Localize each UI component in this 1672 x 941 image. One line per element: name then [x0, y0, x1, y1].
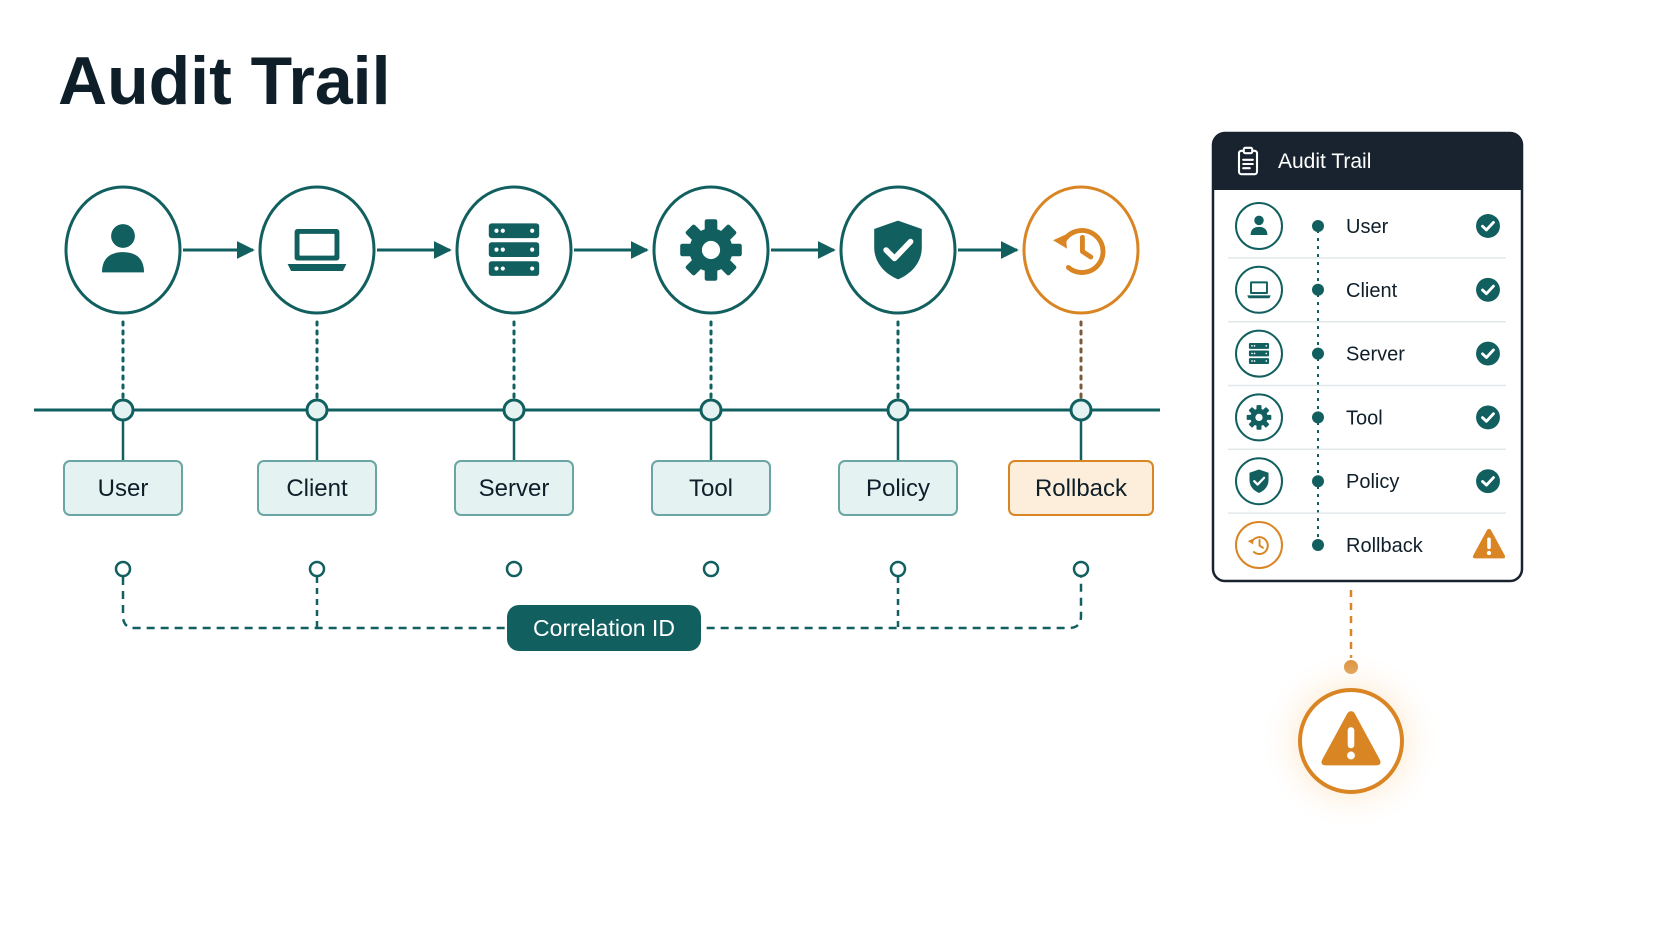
stage-server: Server	[454, 185, 574, 578]
timeline-node	[886, 398, 910, 422]
gear-icon	[680, 219, 742, 281]
correlation-node	[308, 560, 326, 578]
stage-label: Policy	[866, 475, 930, 502]
stage-label: Client	[286, 475, 348, 502]
panel-row-dot	[1312, 475, 1324, 488]
panel-row-label: Client	[1346, 280, 1398, 302]
correlation-node	[505, 560, 523, 578]
stage-label: Tool	[689, 475, 733, 502]
panel-row-user: User	[1228, 202, 1506, 259]
panel-row-policy: Policy	[1228, 457, 1506, 514]
panel-row-label: Rollback	[1346, 535, 1424, 557]
stage-policy: Policy	[838, 185, 958, 578]
panel-row-label: Tool	[1346, 407, 1383, 429]
laptop-icon	[1247, 281, 1271, 299]
alert-marker	[1259, 590, 1443, 833]
server-icon	[1248, 342, 1270, 364]
panel-row-dot	[1312, 283, 1324, 296]
panel-title: Audit Trail	[1278, 150, 1371, 173]
page-title: Audit Trail	[58, 43, 390, 119]
correlation-id-pill	[507, 605, 701, 651]
stage-label-box	[257, 460, 377, 516]
timeline-node	[502, 398, 526, 422]
stage-label-box	[838, 460, 958, 516]
stage-label: Server	[479, 475, 550, 502]
stage-tool: Tool	[651, 185, 771, 578]
stage-icon-circle	[64, 185, 182, 315]
check-circle-icon	[1475, 404, 1501, 431]
timeline-node	[1069, 398, 1093, 422]
stage-rollback: Rollback	[1008, 185, 1154, 578]
check-circle-icon	[1475, 213, 1501, 239]
timeline-node	[111, 398, 135, 422]
correlation-node	[702, 560, 720, 578]
stage-label-box	[1008, 460, 1154, 516]
panel-header	[1213, 133, 1522, 190]
timeline-node	[305, 398, 329, 422]
correlation-id-label: Correlation ID	[533, 615, 675, 641]
stage-user: User	[63, 185, 183, 578]
correlation-node	[114, 560, 132, 578]
gear-icon	[1246, 405, 1272, 430]
check-circle-icon	[1475, 468, 1501, 495]
panel-row-tool: Tool	[1228, 393, 1506, 451]
server-icon	[488, 223, 540, 276]
panel-row-dot	[1312, 220, 1324, 232]
panel-row-label: User	[1346, 216, 1389, 238]
panel-row-dot	[1312, 347, 1324, 360]
panel-row-rollback: Rollback	[1235, 521, 1506, 569]
stage-label-box	[651, 460, 771, 516]
panel-row-dot	[1312, 411, 1324, 424]
laptop-icon	[287, 229, 347, 271]
panel-row-label: Policy	[1346, 471, 1399, 493]
panel-row-dot	[1312, 539, 1324, 551]
stage-label-box	[63, 460, 183, 516]
pipeline: User Client Server Tool Policy RollbackCorrel…	[34, 185, 1160, 651]
correlation-node	[889, 560, 907, 578]
check-circle-icon	[1475, 276, 1501, 303]
audit-trail-panel: Audit Trail UserClientServerToolPolicyRo…	[1211, 131, 1524, 583]
panel-row-server: Server	[1228, 329, 1506, 387]
panel-row-label: Server	[1346, 344, 1405, 366]
timeline-node	[699, 398, 723, 422]
stage-label: User	[98, 475, 149, 502]
correlation-node	[1072, 560, 1090, 578]
stage-label-box	[454, 460, 574, 516]
check-circle-icon	[1475, 340, 1501, 367]
stage-label: Rollback	[1035, 475, 1128, 502]
stage-client: Client	[257, 185, 377, 578]
panel-row-client: Client	[1228, 265, 1506, 323]
panel-row-icon-circle	[1235, 202, 1283, 250]
